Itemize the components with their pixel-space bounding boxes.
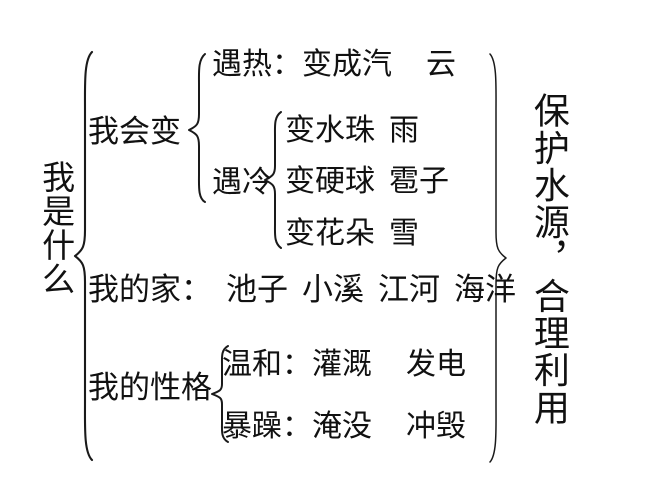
node-home-item-2: 小溪 (302, 272, 364, 308)
node-yingqiu: 变硬球雹子 (285, 167, 449, 197)
brace-conclusion (489, 53, 507, 463)
node-baozao: 暴躁：淹没冲毁 (222, 412, 466, 442)
node-shuizhu: 变水珠雨 (285, 116, 419, 146)
node-home-item-3: 江河 (378, 272, 440, 308)
root-label: 我是什么 (36, 160, 76, 296)
node-xingge: 我的性格 (88, 370, 212, 406)
node-shuizhu-example: 雨 (389, 113, 419, 148)
node-yingqiu-label: 变硬球 (285, 164, 375, 199)
node-baozao-example: 冲毁 (406, 409, 466, 444)
node-wohuibian: 我会变 (88, 114, 181, 150)
brace-xingge (211, 345, 229, 443)
node-yingqiu-example: 雹子 (389, 164, 449, 199)
node-home-label: 我的家： (88, 272, 212, 308)
conclusion-label: 保护水源，合理利用 (527, 92, 569, 426)
node-home-item-4: 海洋 (454, 272, 516, 308)
node-yure-example: 云 (426, 47, 456, 82)
node-huaduo-example: 雪 (389, 216, 419, 251)
node-yure-label: 遇热：变成汽 (212, 47, 392, 82)
node-yure: 遇热：变成汽云 (212, 50, 456, 80)
node-home: 我的家： 池子小溪江河海洋 (88, 275, 516, 306)
node-huaduo: 变花朵雪 (285, 219, 419, 249)
brace-yuleng (264, 111, 282, 249)
node-wenhe: 温和：灌溉发电 (222, 350, 466, 380)
brace-root (73, 50, 94, 462)
node-baozao-label: 暴躁：淹没 (222, 409, 372, 444)
node-wenhe-example: 发电 (406, 347, 466, 382)
node-huaduo-label: 变花朵 (285, 216, 375, 251)
node-home-item-1: 池子 (226, 272, 288, 308)
brace-wohuibian (188, 53, 206, 203)
node-yuleng: 遇冷 (212, 165, 272, 200)
node-shuizhu-label: 变水珠 (285, 113, 375, 148)
node-wenhe-label: 温和：灌溉 (222, 347, 372, 382)
